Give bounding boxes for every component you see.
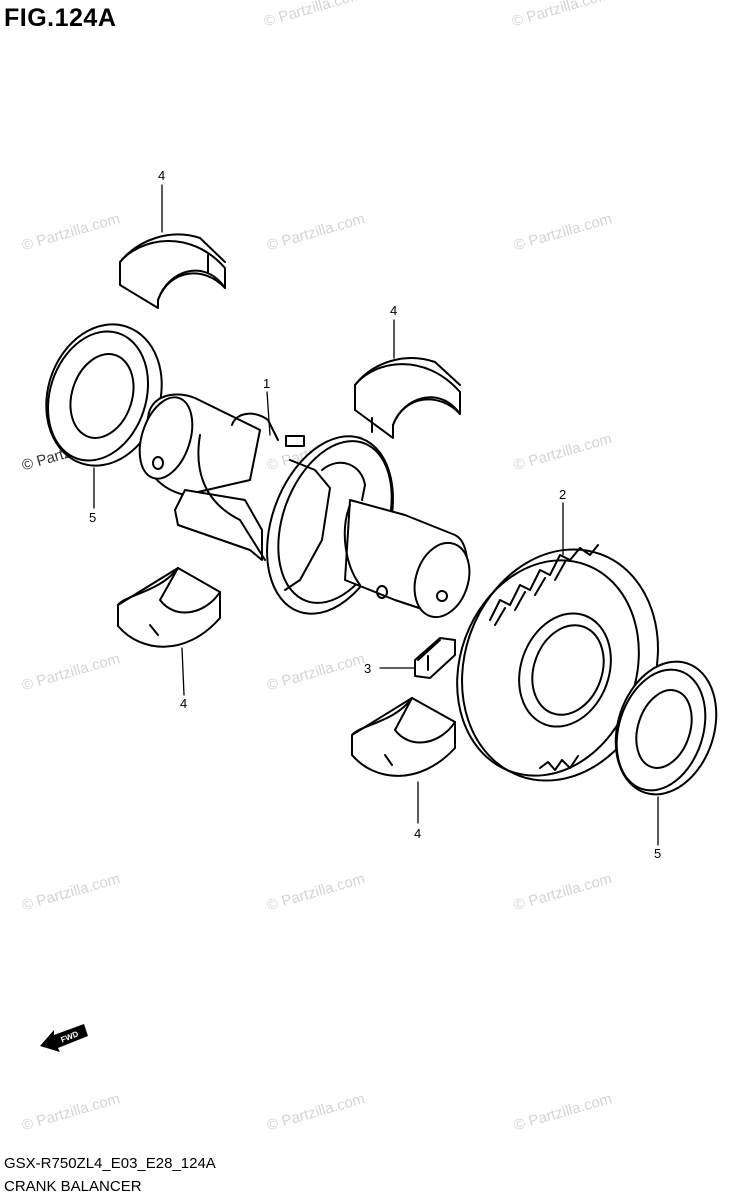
bearing-shell-lower-middle xyxy=(351,697,456,777)
balancer-shaft xyxy=(138,393,471,619)
callout-4: 4 xyxy=(180,696,187,711)
thrust-washer-right xyxy=(614,660,718,796)
woodruff-key xyxy=(414,637,456,679)
figure-code: GSX-R750ZL4_E03_E28_124A xyxy=(4,1155,216,1172)
bearing-shell-upper-middle xyxy=(354,357,461,439)
callout-4: 4 xyxy=(414,826,421,841)
callout-labels: 4 4 1 2 3 5 4 4 5 xyxy=(89,168,661,861)
bearing-shell-top-left xyxy=(119,233,226,309)
figure-title: FIG.124A xyxy=(4,4,117,32)
callout-5: 5 xyxy=(654,846,661,861)
forward-arrow-icon: FWD xyxy=(40,1024,88,1052)
callout-1: 1 xyxy=(263,376,270,391)
callout-4: 4 xyxy=(158,168,165,183)
callout-4: 4 xyxy=(390,303,397,318)
callout-2: 2 xyxy=(559,487,566,502)
callout-3: 3 xyxy=(364,661,371,676)
balancer-driven-gear xyxy=(456,544,659,782)
figure-name: CRANK BALANCER xyxy=(4,1178,142,1195)
bearing-shell-lower-left xyxy=(117,567,221,648)
callout-5: 5 xyxy=(89,510,96,525)
leader-lines xyxy=(93,184,659,846)
